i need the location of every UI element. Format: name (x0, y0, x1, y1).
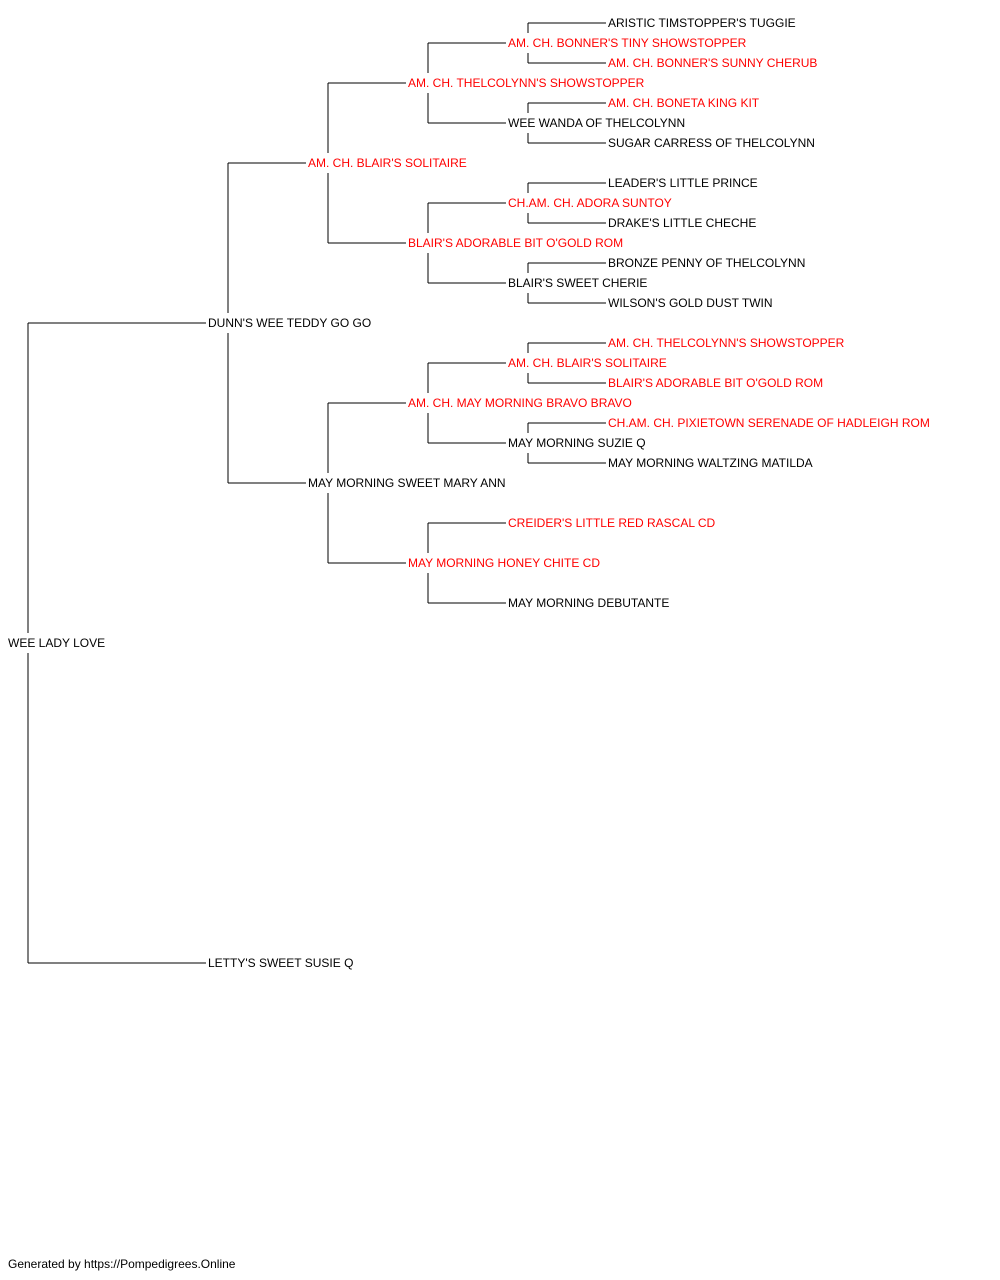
pedigree-node: DUNN'S WEE TEDDY GO GO (208, 316, 374, 330)
pedigree-node: MAY MORNING HONEY CHITE CD (408, 556, 603, 570)
pedigree-node: AM. CH. BONNER'S SUNNY CHERUB (608, 56, 820, 70)
pedigree-node: WEE WANDA OF THELCOLYNN (508, 116, 688, 130)
pedigree-node: MAY MORNING SWEET MARY ANN (308, 476, 508, 490)
pedigree-node: AM. CH. BONETA KING KIT (608, 96, 762, 110)
pedigree-node: BLAIR'S ADORABLE BIT O'GOLD ROM (608, 376, 826, 390)
pedigree-node: AM. CH. BLAIR'S SOLITAIRE (308, 156, 469, 170)
pedigree-node: WEE LADY LOVE (8, 636, 108, 650)
pedigree-node: MAY MORNING WALTZING MATILDA (608, 456, 815, 470)
pedigree-node: DRAKE'S LITTLE CHECHE (608, 216, 759, 230)
pedigree-node: LEADER'S LITTLE PRINCE (608, 176, 760, 190)
pedigree-node: CREIDER'S LITTLE RED RASCAL CD (508, 516, 718, 530)
pedigree-node: CH.AM. CH. ADORA SUNTOY (508, 196, 674, 210)
pedigree-node: MAY MORNING SUZIE Q (508, 436, 648, 450)
pedigree-node: SUGAR CARRESS OF THELCOLYNN (608, 136, 817, 150)
pedigree-node: LETTY'S SWEET SUSIE Q (208, 956, 356, 970)
pedigree-node: AM. CH. BONNER'S TINY SHOWSTOPPER (508, 36, 749, 50)
pedigree-node: BLAIR'S SWEET CHERIE (508, 276, 650, 290)
pedigree-node: AM. CH. THELCOLYNN'S SHOWSTOPPER (608, 336, 847, 350)
pedigree-node: MAY MORNING DEBUTANTE (508, 596, 672, 610)
footer-credit: Generated by https://Pompedigrees.Online (8, 1257, 236, 1271)
pedigree-node: BRONZE PENNY OF THELCOLYNN (608, 256, 808, 270)
pedigree-node: AM. CH. THELCOLYNN'S SHOWSTOPPER (408, 76, 647, 90)
pedigree-node: WILSON'S GOLD DUST TWIN (608, 296, 775, 310)
pedigree-node: AM. CH. BLAIR'S SOLITAIRE (508, 356, 669, 370)
pedigree-node: AM. CH. MAY MORNING BRAVO BRAVO (408, 396, 634, 410)
pedigree-node: ARISTIC TIMSTOPPER'S TUGGIE (608, 16, 798, 30)
pedigree-node: CH.AM. CH. PIXIETOWN SERENADE OF HADLEIG… (608, 416, 932, 430)
pedigree-node: BLAIR'S ADORABLE BIT O'GOLD ROM (408, 236, 626, 250)
